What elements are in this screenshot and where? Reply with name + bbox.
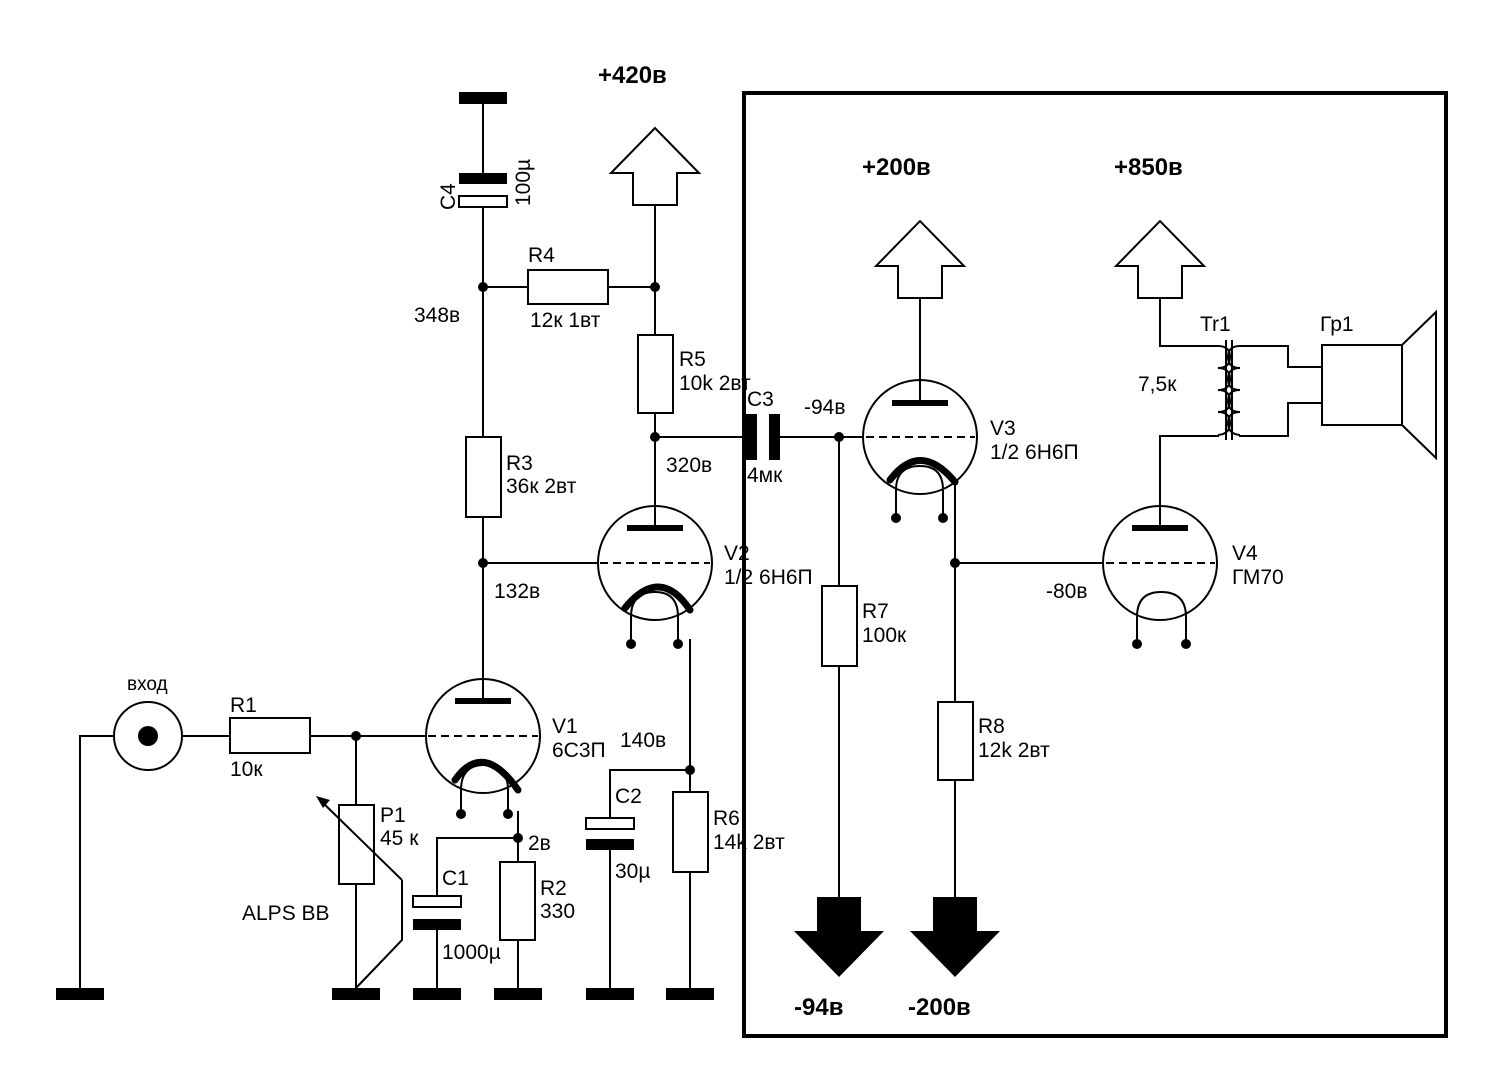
input-jack xyxy=(113,701,183,771)
ground-p1 xyxy=(332,988,380,1000)
label-c4-value: 100µ xyxy=(512,159,535,206)
supply-arrow-minus94 xyxy=(794,897,884,977)
label-r5-ref: R5 xyxy=(679,348,706,371)
resistor-r7 xyxy=(821,585,858,667)
ground-c2 xyxy=(586,988,634,1000)
label-voltage-v2-anode: 320в xyxy=(666,454,712,477)
capacitor-c2 xyxy=(585,817,635,850)
label-r8-ref: R8 xyxy=(978,715,1005,738)
label-v2-ref: V2 xyxy=(724,542,750,565)
label-c3-ref: C3 xyxy=(747,388,774,411)
tube-v1 xyxy=(425,678,541,812)
label-voltage-v3-grid: -94в xyxy=(804,396,846,419)
output-transformer-tr1 xyxy=(1217,340,1241,440)
output-stage-frame xyxy=(742,91,1448,1038)
label-c3-value: 4мк xyxy=(747,464,783,487)
label-r2-value: 330 xyxy=(540,900,575,923)
label-r7-ref: R7 xyxy=(862,600,889,623)
label-voltage-v2-cathode: 140в xyxy=(620,729,666,752)
tube-v2 xyxy=(597,505,713,642)
label-v4-ref: V4 xyxy=(1232,542,1258,565)
resistor-r8 xyxy=(937,701,974,781)
ground-symbols xyxy=(56,92,714,1000)
label-c4-ref: C4 xyxy=(437,183,460,210)
label-input: вход xyxy=(127,674,168,695)
label-supply-minus94: -94в xyxy=(794,994,843,1021)
tube-v4 xyxy=(1102,505,1218,642)
resistor-r5 xyxy=(637,334,674,414)
junction-dots xyxy=(351,282,1191,843)
label-v1-type: 6С3П xyxy=(552,739,606,762)
label-r3-ref: R3 xyxy=(506,452,533,475)
label-v1-ref: V1 xyxy=(552,715,578,738)
capacitor-c1 xyxy=(412,895,462,930)
supply-arrow-plus200 xyxy=(873,219,967,299)
label-supply-plus420: +420в xyxy=(598,62,667,89)
supply-arrow-plus420 xyxy=(608,126,702,206)
resistor-r2 xyxy=(499,861,536,941)
resistor-r1 xyxy=(229,717,311,754)
label-v2-type: 1/2 6Н6П xyxy=(724,566,813,589)
label-r1-value: 10к xyxy=(230,758,263,781)
label-gr1-ref: Гр1 xyxy=(1320,313,1354,336)
capacitor-c4 xyxy=(458,173,508,208)
label-r1-ref: R1 xyxy=(230,694,257,717)
ground-input xyxy=(56,988,104,1000)
label-v3-type: 1/2 6Н6П xyxy=(990,441,1079,464)
label-r7-value: 100к xyxy=(862,624,907,647)
label-p1-ref: P1 xyxy=(380,804,406,827)
label-p1-value: 45 к xyxy=(380,827,419,850)
label-r6-value: 14k 2вт xyxy=(713,831,785,854)
resistor-r6 xyxy=(672,791,709,873)
ground-c4 xyxy=(459,92,507,104)
label-c1-value: 1000µ xyxy=(442,941,501,964)
ground-r2 xyxy=(494,988,542,1000)
resistor-r3 xyxy=(465,436,502,518)
label-v4-type: ГМ70 xyxy=(1232,566,1284,589)
capacitor-c3 xyxy=(746,414,780,460)
label-voltage-r3-top: 348в xyxy=(414,304,460,327)
ground-r6 xyxy=(666,988,714,1000)
label-r4-value: 12к 1вт xyxy=(530,309,601,332)
resistor-r4 xyxy=(527,269,609,305)
label-r5-value: 10k 2вт xyxy=(679,372,751,395)
label-supply-plus200: +200в xyxy=(862,154,931,181)
label-voltage-v4-grid: -80в xyxy=(1046,580,1088,603)
label-supply-minus200: -200в xyxy=(908,994,971,1021)
label-c2-value: 30µ xyxy=(615,860,650,883)
label-c2-ref: C2 xyxy=(615,785,642,808)
tube-v3 xyxy=(862,379,978,516)
supply-arrow-plus850 xyxy=(1113,219,1207,299)
label-supply-plus850: +850в xyxy=(1114,154,1183,181)
label-tr1-ref: Tr1 xyxy=(1200,313,1231,336)
supply-arrow-minus200 xyxy=(910,897,1000,977)
label-r8-value: 12k 2вт xyxy=(978,739,1050,762)
label-voltage-v1-cathode: 2в xyxy=(528,832,551,855)
label-r2-ref: R2 xyxy=(540,877,567,900)
label-c1-ref: C1 xyxy=(442,867,469,890)
label-r4-ref: R4 xyxy=(528,244,555,267)
ground-c1 xyxy=(413,988,461,1000)
label-v3-ref: V3 xyxy=(990,417,1016,440)
potentiometer-p1 xyxy=(316,796,403,989)
label-p1-note: ALPS BB xyxy=(242,902,330,925)
label-r3-value: 36к 2вт xyxy=(506,475,577,498)
label-r6-ref: R6 xyxy=(713,807,740,830)
speaker-gr1 xyxy=(1321,309,1437,461)
label-tr1-value: 7,5к xyxy=(1138,373,1177,396)
label-voltage-v1-anode: 132в xyxy=(494,580,540,603)
